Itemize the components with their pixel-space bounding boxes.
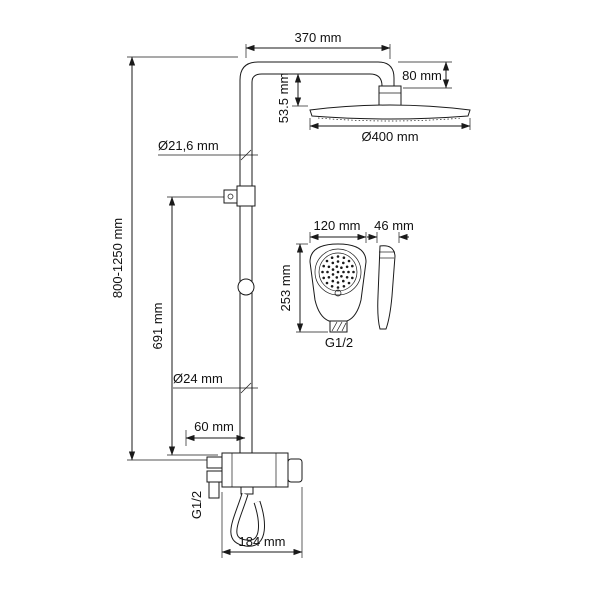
dim-handshower-depth: 46 mm xyxy=(367,218,414,243)
dim-head-drop: 53.5 mm xyxy=(276,73,308,124)
dim-label-21-6: Ø21,6 mm xyxy=(158,138,219,153)
dim-column-height: 800-1250 mm xyxy=(110,56,238,461)
inlet-pipe xyxy=(208,481,220,499)
overhead-shower-plate xyxy=(309,104,471,122)
hose-outlet xyxy=(240,486,254,495)
dim-label-53-5: 53.5 mm xyxy=(276,73,291,124)
dim-label-80: 80 mm xyxy=(402,68,442,83)
dim-label-120: 120 mm xyxy=(314,218,361,233)
dim-label-253: 253 mm xyxy=(278,265,293,312)
dim-label-24: Ø24 mm xyxy=(173,371,223,386)
dim-bracket-offset: 60 mm xyxy=(185,419,246,446)
slider-bracket xyxy=(223,185,256,207)
riser-and-arm xyxy=(239,61,395,453)
label-inlet-thread: G1/2 xyxy=(189,491,204,519)
label-lower-pipe: Ø24 mm xyxy=(173,371,258,394)
dim-mixer-width: 184 mm xyxy=(221,487,303,558)
handshower-front-view xyxy=(309,243,367,333)
label-handshower-thread: G1/2 xyxy=(325,335,353,350)
mixer-handle xyxy=(287,458,303,483)
dim-label-60: 60 mm xyxy=(194,419,234,434)
dim-label-184: 184 mm xyxy=(239,534,286,549)
dim-handshower-width: 120 mm xyxy=(309,218,367,243)
dim-head-connector: 80 mm xyxy=(398,61,452,89)
dim-arm-reach: 370 mm xyxy=(245,30,391,59)
label-upper-pipe: Ø21,6 mm xyxy=(158,138,258,161)
dim-lower-section: 691 mm xyxy=(150,196,224,456)
dim-head-diameter: Ø400 mm xyxy=(309,118,471,144)
spray-nozzle-dots xyxy=(321,255,355,289)
mixer-body xyxy=(206,452,303,499)
dim-handshower-length: 253 mm xyxy=(278,243,328,333)
diverter-knob xyxy=(237,278,255,296)
handshower-side-view xyxy=(377,245,396,330)
dim-label-370: 370 mm xyxy=(295,30,342,45)
dim-label-400: Ø400 mm xyxy=(361,129,418,144)
dim-label-691: 691 mm xyxy=(150,303,165,350)
dim-label-800-1250: 800-1250 mm xyxy=(110,218,125,298)
shower-hose xyxy=(230,492,265,547)
head-connector xyxy=(378,85,402,107)
dim-label-46: 46 mm xyxy=(374,218,414,233)
